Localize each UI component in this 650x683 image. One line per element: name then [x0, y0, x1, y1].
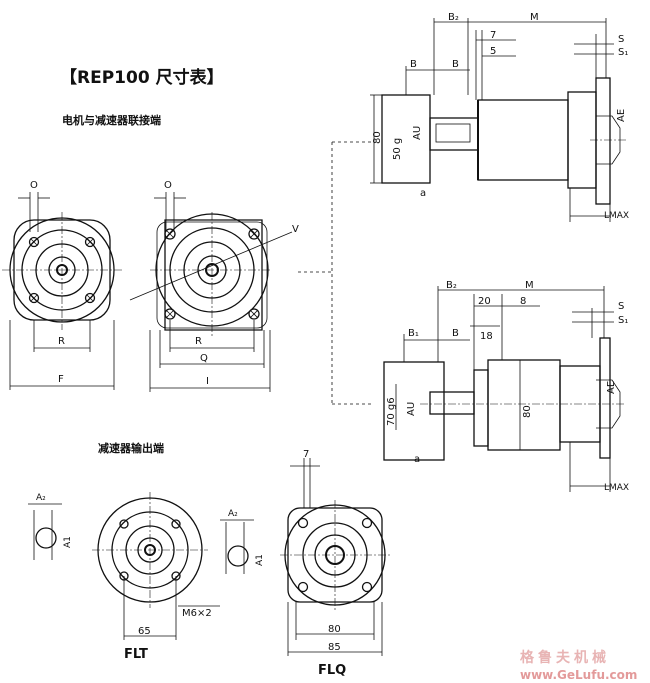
label-B2-top: B₂ [448, 12, 459, 23]
label-O-right: O [164, 180, 172, 191]
label-65: 65 [138, 626, 151, 637]
flt-title: FLT [124, 647, 148, 662]
label-80-flq: 80 [328, 624, 341, 635]
label-M-top: M [530, 12, 539, 23]
label-7-flq: 7 [303, 449, 309, 460]
watermark-brand: 格鲁夫机械 [520, 649, 610, 666]
label-A1-flq: A1 [255, 554, 265, 566]
motor-side-heading: 电机与减速器联接端 [62, 113, 161, 127]
side-view-top: B₂ M 7 5 B B S S₁ 80 50 g AU a AE LMAX [370, 12, 629, 222]
label-70g6-bottom: 70 g6 [386, 397, 397, 426]
label-I: I [206, 376, 209, 387]
label-B1-bottom: B₁ [408, 328, 419, 339]
label-AU-bottom: AU [406, 402, 417, 416]
output-side-heading: 减速器输出端 [98, 441, 164, 455]
label-AE-top: AE [616, 109, 627, 122]
front-view-square: V O R Q I [129, 180, 299, 392]
front-view-left: O R F [2, 180, 124, 390]
label-M-bottom: M [525, 280, 534, 291]
label-18-bottom: 18 [480, 331, 493, 342]
label-B-top-left: B [410, 59, 417, 70]
label-S1-bottom: S₁ [618, 315, 628, 326]
label-85: 85 [328, 642, 341, 653]
label-O: O [30, 180, 38, 191]
label-S1-top: S₁ [618, 47, 628, 58]
label-a-top: a [420, 188, 426, 199]
label-B-top: B [452, 59, 459, 70]
label-LMAX-bottom: LMAX [604, 483, 629, 493]
drawing-title: 【REP100 尺寸表】 [60, 67, 224, 88]
label-AE-bottom: AE [606, 381, 617, 394]
label-LMAX-top: LMAX [604, 211, 629, 221]
label-A2-flt: A₂ [36, 493, 46, 503]
label-B-bottom: B [452, 328, 459, 339]
label-AU-top: AU [412, 126, 423, 140]
label-F: F [58, 374, 64, 385]
label-20-bottom: 20 [478, 296, 491, 307]
label-8-bottom: 8 [520, 296, 526, 307]
label-R-left: R [58, 336, 65, 347]
label-A2-flq: A₂ [228, 509, 238, 519]
output-view-flq: 7 80 85 FLQ A₂ A1 [220, 449, 390, 678]
side-view-bottom: B₂ M 20 8 18 B₁ B S S₁ 70 g6 AU a 80 AE … [383, 280, 629, 493]
label-A1-flt: A1 [63, 536, 73, 548]
label-V: V [292, 224, 299, 235]
label-80-top: 80 [372, 131, 383, 144]
label-S-top: S [618, 34, 624, 45]
label-50g-top: 50 g [392, 138, 403, 160]
label-80-bottom: 80 [522, 405, 533, 418]
label-7-top: 7 [490, 30, 496, 41]
output-view-flt: 65 M6×2 FLT A₂ A1 [28, 492, 220, 662]
label-Q: Q [200, 353, 208, 364]
label-S-bottom: S [618, 301, 624, 312]
label-M6x2: M6×2 [182, 608, 212, 619]
flq-title: FLQ [318, 663, 346, 678]
label-R-right: R [195, 336, 202, 347]
label-a-bottom: a [414, 454, 420, 465]
label-5-top: 5 [490, 46, 496, 57]
watermark-url: www.GeLufu.com [520, 668, 637, 682]
label-B2-bottom: B₂ [446, 280, 457, 291]
